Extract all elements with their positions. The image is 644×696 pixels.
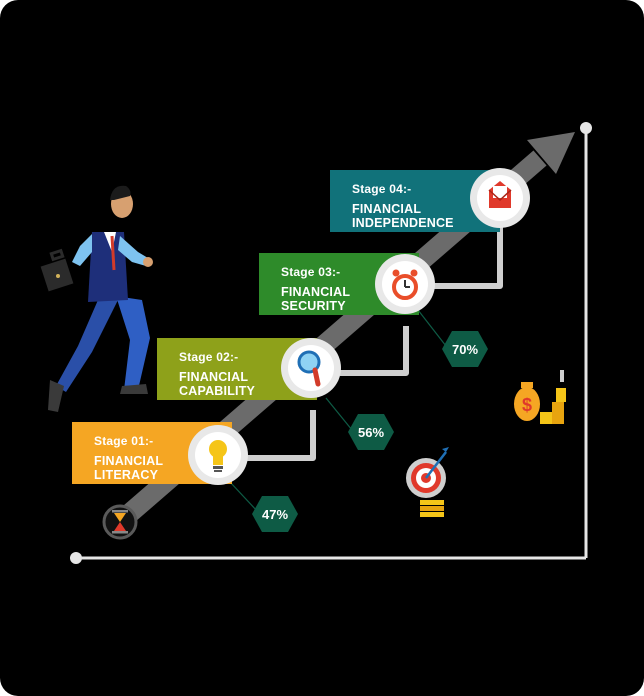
money-bag-coins-icon: $ — [514, 370, 566, 424]
stage-number: Stage 04:- — [352, 182, 412, 196]
briefcase-icon — [40, 248, 74, 292]
target-darts-icon — [406, 447, 449, 517]
stage-number: Stage 02:- — [179, 350, 239, 364]
stage-title: FINANCIAL CAPABILITY — [179, 370, 256, 398]
percent-badge-1: 47% — [252, 496, 298, 532]
connectors — [244, 226, 503, 461]
percent-badge-3: 70% — [442, 331, 488, 367]
envelope-icon — [488, 181, 512, 208]
alarm-clock-icon — [392, 269, 418, 300]
stage-number: Stage 01:- — [94, 434, 154, 448]
axes — [70, 122, 592, 564]
lightbulb-icon — [209, 440, 227, 472]
percent-value: 47% — [261, 506, 289, 522]
magnifier-icon — [297, 350, 321, 387]
stage-title: FINANCIAL SECURITY — [281, 285, 350, 313]
stage-title: FINANCIAL LITERACY — [94, 454, 163, 482]
stage-label-2: Stage 02:- FINANCIAL CAPABILITY — [157, 340, 297, 400]
stage-title: FINANCIAL INDEPENDENCE — [352, 202, 454, 230]
percent-value: 56% — [357, 424, 385, 440]
percent-badge-2: 56% — [348, 414, 394, 450]
businessman-icon — [40, 185, 153, 412]
percent-pointers — [229, 309, 447, 513]
percent-value: 70% — [451, 341, 479, 357]
stage-label-3: Stage 03:- FINANCIAL SECURITY — [259, 255, 399, 315]
stage-number: Stage 03:- — [281, 265, 341, 279]
stage-label-1: Stage 01:- FINANCIAL LITERACY — [72, 424, 212, 484]
hourglass-icon — [102, 504, 138, 540]
svg-text:$: $ — [522, 395, 532, 415]
stage-label-4: Stage 04:- FINANCIAL INDEPENDENCE — [330, 172, 480, 232]
